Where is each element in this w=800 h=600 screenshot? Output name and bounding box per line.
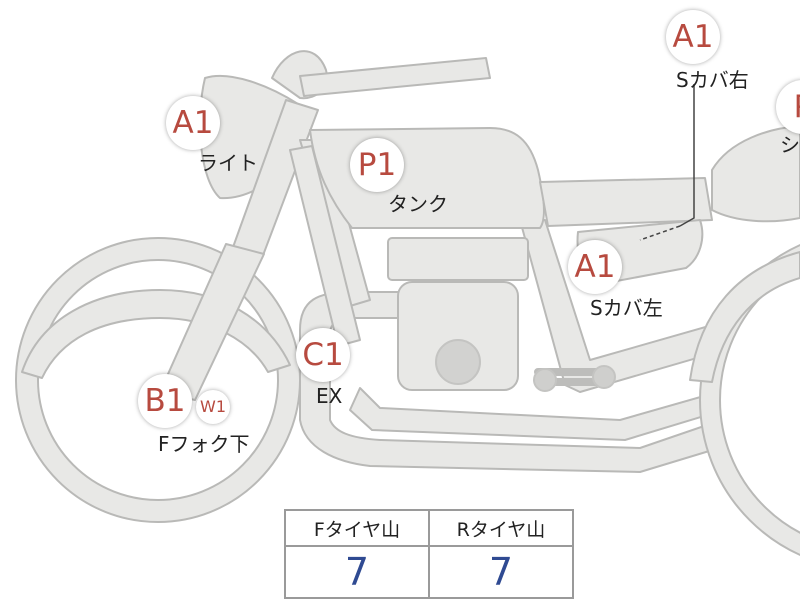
badge-code: C1 bbox=[302, 336, 344, 373]
value-rear-tire: 7 bbox=[428, 545, 574, 599]
badge-code: A1 bbox=[672, 18, 714, 55]
label-headlight: ライト bbox=[198, 151, 258, 175]
frame-down-tube bbox=[289, 145, 361, 347]
engine-head bbox=[387, 237, 529, 281]
badge-exhaust: C1 bbox=[296, 328, 350, 382]
label-s-cover-right: Sカバ右 bbox=[676, 68, 749, 92]
footpeg-end-left bbox=[533, 368, 557, 392]
label-front-fork-lower: Fフォク下 bbox=[158, 432, 250, 456]
engine-block bbox=[397, 281, 519, 391]
label-seat: シ bbox=[780, 133, 800, 157]
header-rear-tire: Rタイヤ山 bbox=[428, 509, 574, 547]
badge-s-cover-right: A1 bbox=[666, 10, 720, 64]
engine-cover bbox=[435, 339, 481, 385]
header-front-tire: Fタイヤ山 bbox=[284, 509, 430, 547]
badge-code: P bbox=[794, 91, 800, 123]
label-s-cover-left: Sカバ左 bbox=[590, 296, 663, 320]
rear-fender bbox=[689, 251, 800, 383]
table-value-row: 7 7 bbox=[284, 545, 574, 599]
badge-code: W1 bbox=[200, 397, 226, 416]
badge-headlight: A1 bbox=[166, 96, 220, 150]
value-front-tire: 7 bbox=[284, 545, 430, 599]
leader-line bbox=[679, 84, 695, 227]
handlebar-bar bbox=[299, 57, 491, 97]
table-header-row: Fタイヤ山 Rタイヤ山 bbox=[284, 509, 574, 547]
badge-code: B1 bbox=[144, 382, 186, 419]
seat-base bbox=[539, 177, 713, 227]
badge-front-fork-lower: B1 bbox=[138, 374, 192, 428]
badge-code: A1 bbox=[574, 248, 616, 285]
front-fork-lower bbox=[159, 243, 265, 401]
badge-tank: P1 bbox=[350, 138, 404, 192]
badge-code: A1 bbox=[172, 104, 214, 141]
badge-code: P1 bbox=[357, 146, 397, 183]
badge-s-cover-left: A1 bbox=[568, 240, 622, 294]
label-tank: タンク bbox=[388, 192, 448, 216]
frame-rear bbox=[519, 219, 800, 393]
leader-line-dash bbox=[639, 225, 681, 241]
tire-tread-table: Fタイヤ山 Rタイヤ山 7 7 bbox=[284, 509, 574, 599]
footpeg-end-right bbox=[592, 365, 616, 389]
label-exhaust: EX bbox=[316, 384, 343, 408]
seat bbox=[711, 125, 800, 223]
badge-wheel: W1 bbox=[196, 390, 230, 424]
